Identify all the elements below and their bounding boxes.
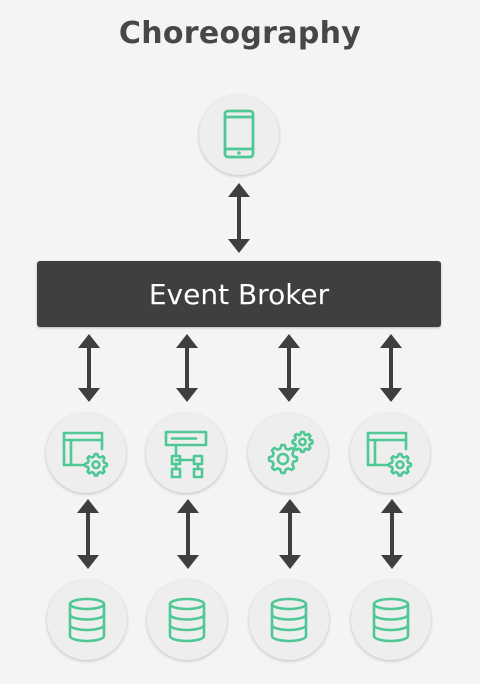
database-node-2	[147, 580, 227, 660]
service-node-2	[146, 413, 226, 493]
database-icon	[372, 597, 410, 643]
arrow-service-db-4	[381, 499, 403, 569]
database-node-3	[249, 580, 329, 660]
database-node-4	[351, 580, 431, 660]
database-node-1	[47, 580, 127, 660]
window-gear-icon	[62, 431, 109, 477]
event-broker: Event Broker	[37, 261, 441, 327]
arrow-broker-service-1	[78, 334, 100, 402]
database-icon	[270, 597, 308, 643]
arrow-client-broker	[228, 183, 250, 253]
smartphone-icon	[223, 109, 255, 159]
arrow-broker-service-4	[380, 334, 402, 402]
database-icon	[68, 597, 106, 643]
database-icon	[168, 597, 206, 643]
client-node	[199, 95, 279, 175]
diagram-title: Choreography	[118, 16, 362, 51]
service-node-4	[350, 413, 430, 493]
arrow-broker-service-2	[176, 334, 198, 402]
arrow-service-db-3	[279, 499, 301, 569]
arrow-broker-service-3	[278, 334, 300, 402]
arrow-service-db-2	[177, 499, 199, 569]
service-node-1	[46, 413, 126, 493]
window-gear-icon	[366, 431, 413, 477]
gears-icon	[267, 430, 314, 475]
flowchart-icon	[164, 430, 208, 479]
arrow-service-db-1	[77, 499, 99, 569]
service-node-3	[248, 413, 328, 493]
